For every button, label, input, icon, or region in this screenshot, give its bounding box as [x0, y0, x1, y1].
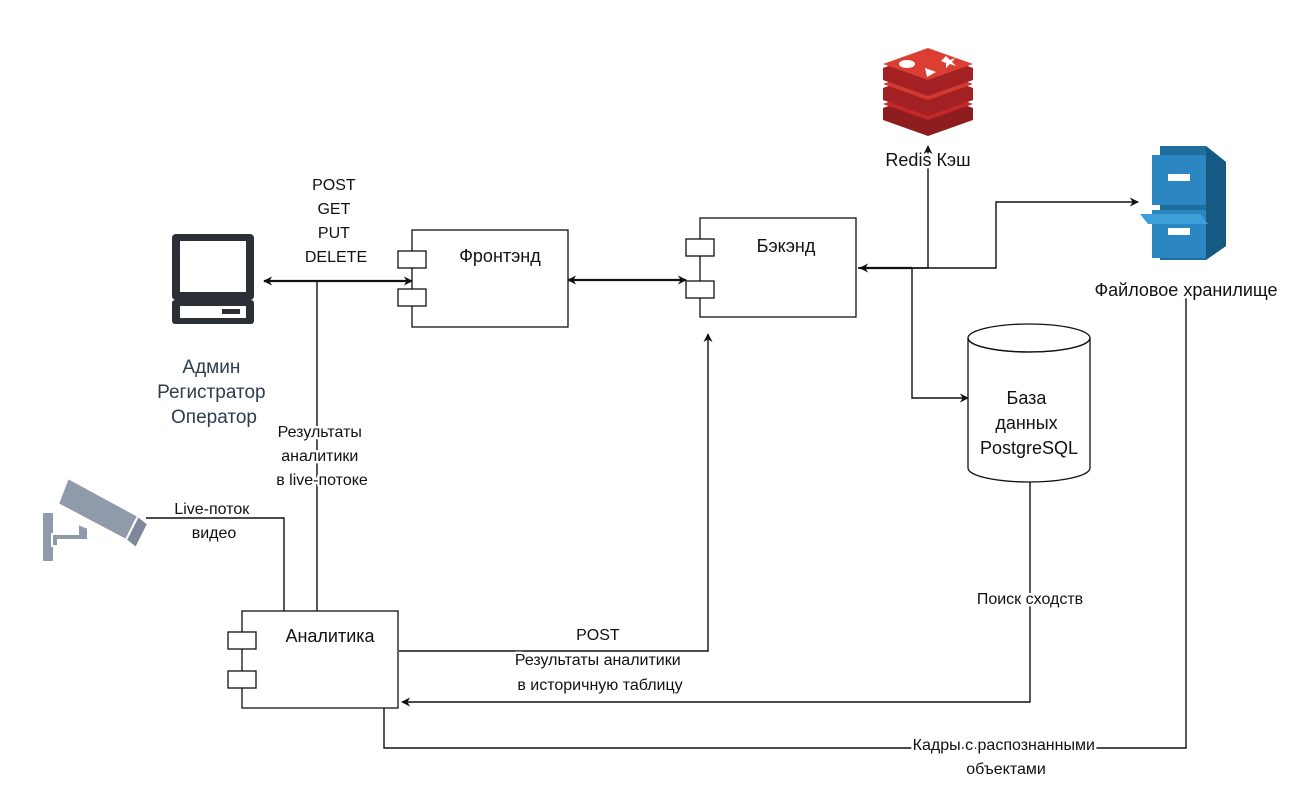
redis-icon: [883, 48, 973, 136]
analytics-label: Аналитика: [285, 626, 375, 646]
http-method-post: POST: [312, 177, 356, 194]
redis-label: Redis Кэш: [885, 150, 970, 170]
live-results-line1: Результаты: [278, 424, 362, 441]
edge-backend-database: [911, 268, 969, 403]
frontend-component: Фронтэнд: [397, 229, 569, 328]
frontend-label: Фронтэнд: [459, 246, 541, 266]
file-storage-label: Файловое хранилище: [1094, 280, 1277, 300]
live-video-label: Live-поток видео: [174, 501, 253, 542]
backend-label: Бэкэнд: [757, 236, 816, 256]
live-results-line2: аналитики: [281, 448, 358, 465]
live-results-line3: в live-потоке: [276, 472, 368, 489]
edge-analytics-backend: [399, 333, 713, 652]
database-cylinder: База данных PostgreSQL: [967, 323, 1091, 483]
live-results-label: Результаты аналитики в live-потоке: [276, 424, 368, 489]
edge-analytics-file-storage: [383, 289, 1191, 749]
similarity-search-label: Поиск сходств: [977, 591, 1083, 608]
user-role-operator: Оператор: [171, 407, 257, 428]
http-method-get: GET: [317, 201, 350, 218]
database-label-line1: База: [1007, 388, 1048, 408]
post-history-label: POST Результаты аналитики в историчную т…: [515, 627, 685, 694]
user-role-admin: Админ: [182, 357, 240, 378]
frames-line1: Кадры с распознанными: [913, 737, 1095, 754]
frames-line2: объектами: [966, 761, 1046, 778]
post-history-line1: POST: [576, 627, 620, 644]
live-video-line2: видео: [192, 525, 237, 542]
analytics-component: Аналитика: [227, 610, 399, 709]
http-methods-label: POST GET PUT DELETE: [305, 177, 367, 266]
post-history-line2: Результаты аналитики: [515, 652, 681, 669]
file-cabinet-icon: [1140, 146, 1226, 260]
edge-database-analytics: [401, 478, 1031, 707]
database-label: База данных PostgreSQL: [980, 388, 1078, 458]
frames-label: Кадры с распознанными объектами: [913, 737, 1100, 778]
backend-component: Бэкэнд: [685, 217, 857, 318]
http-method-put: PUT: [318, 225, 350, 242]
monitor-icon: [172, 234, 254, 324]
user-roles-label: Админ Регистратор Оператор: [157, 357, 271, 428]
edge-backend-file-storage: [858, 197, 1139, 269]
database-label-line2: данных: [995, 413, 1057, 433]
edge-camera-analytics: [146, 517, 285, 611]
cctv-camera-icon: [41, 476, 150, 563]
user-role-registrar: Регистратор: [157, 382, 266, 403]
http-method-delete: DELETE: [305, 249, 367, 266]
live-video-line1: Live-поток: [174, 501, 250, 518]
database-label-line3: PostgreSQL: [980, 438, 1078, 458]
post-history-line3: в историчную таблицу: [517, 677, 682, 694]
